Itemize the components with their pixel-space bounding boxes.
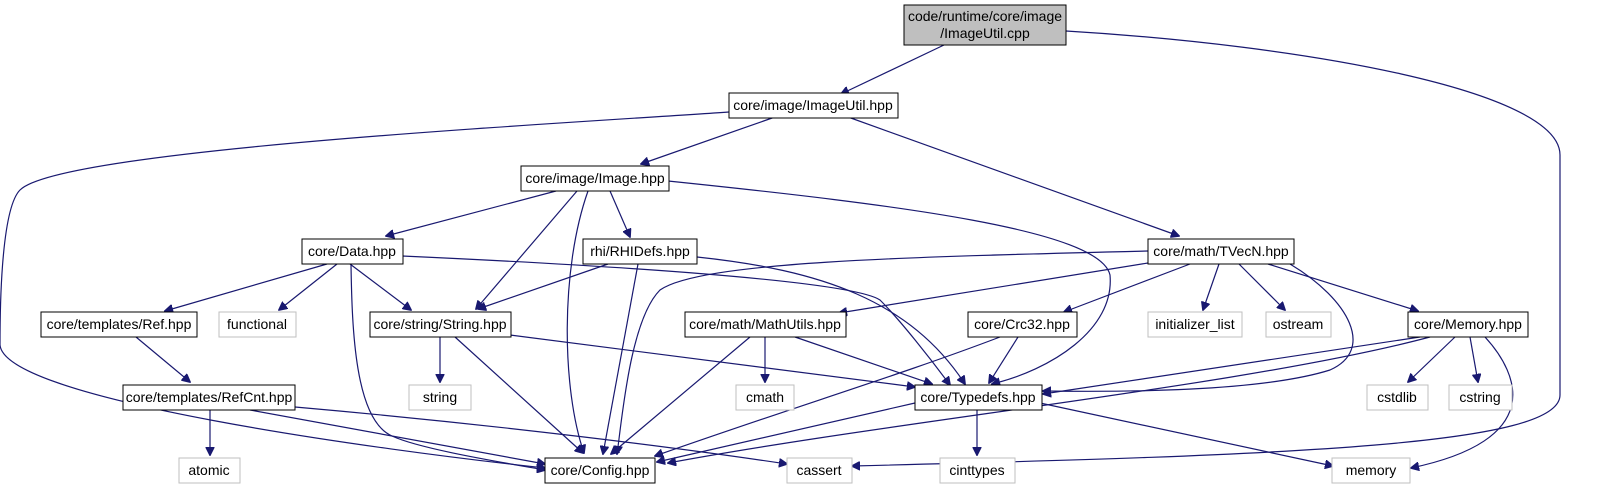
edge-root-to-imageutil bbox=[841, 44, 945, 94]
edge-memory-hpp-to-typedefs bbox=[1043, 336, 1421, 394]
node-imageutil-hpp-label: core/image/ImageUtil.hpp bbox=[733, 97, 893, 113]
edge-tvecn-to-ostream bbox=[1238, 263, 1285, 310]
edge-crc32-to-config bbox=[655, 336, 1001, 456]
edge-imageutil-to-image bbox=[641, 116, 776, 164]
nodes: code/runtime/core/image /ImageUtil.cpp c… bbox=[40, 4, 1529, 484]
node-cmath-label: cmath bbox=[746, 389, 784, 405]
edge-typedefs-to-config bbox=[657, 402, 916, 462]
node-crc32-hpp-label: core/Crc32.hpp bbox=[974, 316, 1070, 332]
node-root-label-line2: /ImageUtil.cpp bbox=[940, 25, 1030, 41]
edge-data-to-string bbox=[349, 263, 411, 310]
node-refcnt-hpp-label: core/templates/RefCnt.hpp bbox=[126, 389, 293, 405]
node-root-imageutil-cpp[interactable]: code/runtime/core/image /ImageUtil.cpp bbox=[903, 4, 1067, 46]
edge-refcnt-to-cassert bbox=[294, 406, 787, 464]
edge-crc32-to-typedefs bbox=[989, 336, 1019, 383]
edge-tvecn-to-memory-hpp bbox=[1267, 263, 1418, 311]
node-root-label-line1: code/runtime/core/image bbox=[908, 8, 1062, 24]
node-tvecn-hpp[interactable]: core/math/TVecN.hpp bbox=[1147, 238, 1295, 265]
edge-tvecn-to-initializer-list bbox=[1203, 263, 1220, 310]
edge-string-hpp-to-config bbox=[454, 336, 583, 453]
node-string-hpp[interactable]: core/string/String.hpp bbox=[369, 311, 512, 338]
node-refcnt-hpp[interactable]: core/templates/RefCnt.hpp bbox=[122, 384, 296, 411]
edge-data-to-typedefs bbox=[401, 255, 950, 385]
node-initializer-list[interactable]: initializer_list bbox=[1147, 311, 1243, 338]
node-atomic[interactable]: atomic bbox=[178, 457, 241, 484]
node-data-hpp-label: core/Data.hpp bbox=[308, 243, 396, 259]
node-cstdlib-label: cstdlib bbox=[1377, 389, 1417, 405]
node-cinttypes[interactable]: cinttypes bbox=[939, 457, 1016, 484]
node-config-hpp[interactable]: core/Config.hpp bbox=[544, 457, 656, 484]
edge-image-to-config bbox=[566, 190, 589, 453]
edges bbox=[0, 30, 1561, 470]
node-rhidefs-hpp[interactable]: rhi/RHIDefs.hpp bbox=[582, 238, 698, 265]
node-cinttypes-label: cinttypes bbox=[949, 462, 1004, 478]
edge-data-to-functional bbox=[279, 263, 338, 310]
edge-tvecn-to-crc32 bbox=[1064, 263, 1191, 312]
edge-rhidefs-to-string bbox=[478, 263, 609, 309]
node-config-hpp-label: core/Config.hpp bbox=[551, 462, 650, 478]
edge-data-to-ref bbox=[165, 263, 328, 311]
node-memory[interactable]: memory bbox=[1331, 457, 1411, 484]
edge-rhidefs-to-typedefs bbox=[696, 256, 965, 384]
node-cstring[interactable]: cstring bbox=[1448, 384, 1513, 411]
node-memory-hpp-label: core/Memory.hpp bbox=[1414, 316, 1522, 332]
node-ostream-label: ostream bbox=[1273, 316, 1324, 332]
edge-image-to-typedefs bbox=[667, 180, 1111, 384]
edge-root-to-cassert bbox=[852, 30, 1561, 466]
node-string[interactable]: string bbox=[408, 384, 472, 411]
node-string-label: string bbox=[423, 389, 457, 405]
node-cstdlib[interactable]: cstdlib bbox=[1366, 384, 1429, 411]
edge-image-to-string bbox=[476, 190, 578, 309]
edge-tvecn-to-config bbox=[617, 250, 1149, 454]
node-data-hpp[interactable]: core/Data.hpp bbox=[301, 238, 404, 265]
edge-memory-hpp-to-config bbox=[668, 336, 1431, 463]
node-memory-label: memory bbox=[1346, 462, 1397, 478]
edge-tvecn-to-mathutils bbox=[839, 262, 1149, 313]
edge-string-hpp-to-typedefs bbox=[509, 334, 915, 387]
edge-mathutils-to-typedefs bbox=[794, 336, 932, 384]
node-string-hpp-label: core/string/String.hpp bbox=[373, 316, 506, 332]
node-typedefs-hpp-label: core/Typedefs.hpp bbox=[920, 389, 1035, 405]
node-mathutils-hpp-label: core/math/MathUtils.hpp bbox=[689, 316, 841, 332]
node-atomic-label: atomic bbox=[188, 462, 229, 478]
node-functional[interactable]: functional bbox=[218, 311, 297, 338]
edge-rhidefs-to-config bbox=[603, 263, 639, 454]
node-rhidefs-hpp-label: rhi/RHIDefs.hpp bbox=[590, 243, 690, 259]
node-tvecn-hpp-label: core/math/TVecN.hpp bbox=[1153, 243, 1289, 259]
edge-imageutil-to-config bbox=[0, 111, 730, 468]
edge-data-to-config bbox=[350, 263, 545, 470]
node-ref-hpp[interactable]: core/templates/Ref.hpp bbox=[40, 311, 198, 338]
node-cassert[interactable]: cassert bbox=[786, 457, 853, 484]
node-mathutils-hpp[interactable]: core/math/MathUtils.hpp bbox=[684, 311, 847, 338]
edge-typedefs-to-memory bbox=[1039, 402, 1333, 466]
edge-tvecn-to-typedefs bbox=[1043, 263, 1354, 391]
edge-ref-to-refcnt bbox=[135, 336, 190, 382]
node-imageutil-hpp[interactable]: core/image/ImageUtil.hpp bbox=[728, 92, 899, 119]
node-initializer-list-label: initializer_list bbox=[1155, 316, 1234, 332]
node-ref-hpp-label: core/templates/Ref.hpp bbox=[47, 316, 192, 332]
edge-refcnt-to-config bbox=[249, 409, 545, 464]
edge-image-to-rhidefs bbox=[609, 190, 630, 237]
node-image-hpp[interactable]: core/image/Image.hpp bbox=[520, 165, 670, 192]
edge-mathutils-to-config bbox=[611, 336, 751, 454]
edge-image-to-data bbox=[386, 190, 557, 236]
node-typedefs-hpp[interactable]: core/Typedefs.hpp bbox=[914, 384, 1043, 411]
node-functional-label: functional bbox=[227, 316, 287, 332]
node-memory-hpp[interactable]: core/Memory.hpp bbox=[1407, 311, 1529, 338]
node-cmath[interactable]: cmath bbox=[735, 384, 795, 411]
edge-memory-hpp-to-cstring bbox=[1469, 336, 1478, 382]
node-cassert-label: cassert bbox=[796, 462, 841, 478]
edge-memory-hpp-to-cstdlib bbox=[1408, 336, 1456, 382]
node-image-hpp-label: core/image/Image.hpp bbox=[525, 170, 665, 186]
edge-imageutil-to-tvecn bbox=[847, 116, 1179, 236]
node-ostream[interactable]: ostream bbox=[1265, 311, 1332, 338]
node-crc32-hpp[interactable]: core/Crc32.hpp bbox=[967, 311, 1078, 338]
node-cstring-label: cstring bbox=[1459, 389, 1500, 405]
